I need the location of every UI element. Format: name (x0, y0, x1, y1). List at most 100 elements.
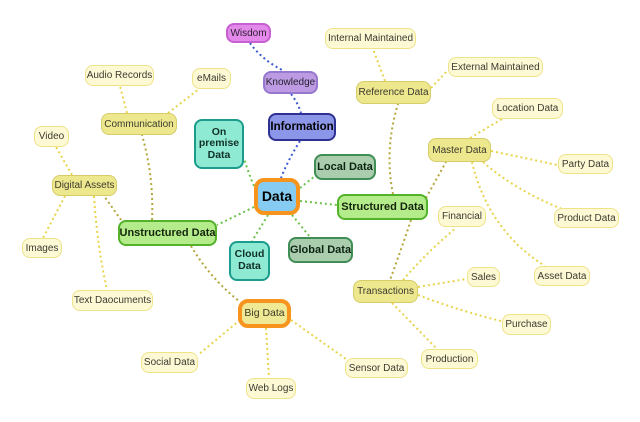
node-knowledge[interactable]: Knowledge (263, 71, 318, 94)
node-video[interactable]: Video (34, 126, 69, 147)
node-asset-data[interactable]: Asset Data (534, 266, 590, 286)
node-label: Unstructured Data (119, 226, 216, 239)
node-label: Purchase (505, 319, 548, 330)
node-label: Asset Data (537, 270, 587, 282)
node-location-data[interactable]: Location Data (492, 98, 563, 119)
node-social-data[interactable]: Social Data (141, 352, 198, 373)
edge-bigdata-social (197, 319, 241, 356)
edge-data-bigdata (190, 245, 241, 303)
node-label: Local Data (317, 160, 373, 173)
node-label: Audio Records (86, 70, 153, 81)
node-digital-assets[interactable]: Digital Assets (52, 175, 117, 196)
node-label: Party Data (561, 158, 610, 170)
edge-unstructured-communication (141, 134, 154, 221)
node-purchase[interactable]: Purchase (502, 314, 551, 335)
edge-bigdata-weblogs (265, 327, 270, 379)
edge-information-data (280, 140, 301, 179)
node-financial[interactable]: Financial (438, 206, 486, 227)
node-external-maintained[interactable]: External Maintained (448, 57, 543, 77)
node-label: Sensor Data (348, 362, 405, 374)
node-cloud-data[interactable]: Cloud Data (229, 241, 270, 281)
node-master-data[interactable]: Master Data (428, 138, 491, 162)
edge-transactions-purchase (417, 294, 502, 322)
node-transactions[interactable]: Transactions (353, 280, 418, 303)
node-label: On premise Data (198, 125, 240, 161)
node-audio-records[interactable]: Audio Records (85, 65, 154, 86)
node-label: Master Data (432, 144, 487, 156)
node-product-data[interactable]: Product Data (554, 208, 619, 228)
node-label: Wisdom (230, 27, 267, 39)
node-label: Production (425, 353, 474, 365)
node-structured-data[interactable]: Structured Data (337, 194, 428, 220)
node-label: Social Data (143, 357, 196, 368)
node-label: Internal Maintained (327, 33, 414, 44)
edge-master-location (469, 118, 503, 139)
node-data-root[interactable]: Data (254, 178, 300, 215)
edge-communication-audio (119, 85, 128, 114)
node-production[interactable]: Production (421, 349, 478, 369)
edge-data-unstructured (216, 206, 255, 226)
node-label: Data (261, 187, 293, 204)
edge-reference-external (430, 69, 449, 89)
edge-master-product (482, 161, 563, 210)
edge-unstructured-digitalassets (103, 195, 125, 225)
edge-bigdata-sensor (290, 319, 347, 360)
node-sales[interactable]: Sales (467, 267, 500, 287)
edge-reference-internal (372, 48, 386, 82)
node-information[interactable]: Information (268, 113, 336, 141)
edge-digital-video (55, 146, 73, 176)
edge-structured-transactions (389, 219, 412, 281)
node-label: Reference Data (358, 87, 429, 98)
node-label: External Maintained (451, 61, 540, 73)
node-label: Sales (470, 271, 496, 283)
node-label: Global Data (289, 243, 352, 256)
edge-transactions-sales (417, 278, 467, 288)
node-unstructured-data[interactable]: Unstructured Data (118, 220, 217, 246)
node-label: Images (25, 242, 59, 254)
edge-transactions-production (391, 302, 438, 350)
edge-structured-reference (388, 103, 399, 195)
node-label: Digital Assets (54, 180, 115, 191)
edge-digital-textdocs (93, 195, 108, 291)
node-label: Big Data (244, 306, 285, 319)
edge-structured-master (425, 161, 447, 199)
edge-data-onpremise (243, 157, 255, 187)
node-on-premise-data[interactable]: On premise Data (194, 119, 244, 169)
node-label: Video (38, 131, 65, 142)
node-communication[interactable]: Communication (101, 113, 177, 135)
node-wisdom[interactable]: Wisdom (226, 23, 271, 43)
node-web-logs[interactable]: Web Logs (246, 378, 296, 399)
edge-transactions-financial (402, 227, 457, 281)
node-label: eMails (197, 73, 226, 84)
node-label: Product Data (557, 212, 616, 224)
edge-knowledge-information (290, 93, 302, 114)
node-sensor-data[interactable]: Sensor Data (345, 358, 408, 378)
node-label: Financial (441, 211, 483, 222)
node-label: Cloud Data (234, 248, 265, 272)
edge-data-cloud (251, 214, 269, 242)
edge-communication-emails (167, 88, 200, 114)
node-label: Location Data (496, 103, 559, 114)
edge-wisdom-knowledge (249, 42, 285, 72)
node-global-data[interactable]: Global Data (288, 237, 353, 263)
node-reference-data[interactable]: Reference Data (356, 81, 431, 104)
node-label: Web Logs (248, 383, 294, 394)
edge-data-local (299, 175, 316, 189)
edge-digital-images (42, 195, 66, 239)
node-images[interactable]: Images (22, 238, 62, 258)
node-big-data[interactable]: Big Data (238, 299, 291, 328)
node-internal-maintained[interactable]: Internal Maintained (325, 28, 416, 49)
node-label: Information (270, 120, 334, 133)
node-party-data[interactable]: Party Data (558, 154, 613, 174)
edge-data-global (291, 214, 311, 238)
node-text-documents[interactable]: Text Daocuments (72, 290, 153, 311)
node-emails[interactable]: eMails (192, 68, 231, 89)
node-label: Communication (104, 118, 174, 130)
node-label: Transactions (357, 286, 414, 297)
node-local-data[interactable]: Local Data (314, 154, 376, 180)
node-label: Knowledge (265, 77, 316, 88)
edge-master-party (490, 150, 558, 166)
node-label: Text Daocuments (73, 295, 152, 306)
